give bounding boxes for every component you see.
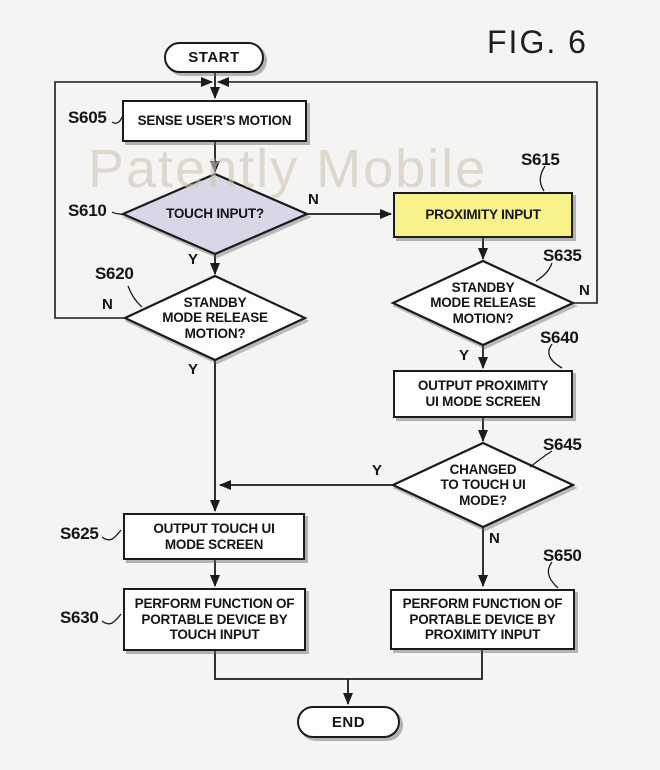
process-s625: OUTPUT TOUCH UI MODE SCREEN	[123, 513, 305, 560]
leader-s615	[539, 165, 546, 192]
leader-s650	[547, 561, 559, 589]
edge-s635-no-loopback	[217, 77, 598, 304]
start-terminal: START	[164, 42, 264, 73]
decision-s635-shape	[390, 259, 576, 347]
leader-s645	[529, 450, 553, 468]
branch-s620-no: N	[102, 296, 113, 313]
leader-s630	[101, 613, 122, 625]
leader-s605	[111, 116, 123, 124]
figure-number: FIG. 6	[487, 24, 588, 60]
step-label-s650: S650	[543, 546, 582, 565]
process-s630: PERFORM FUNCTION OF PORTABLE DEVICE BY T…	[123, 588, 306, 651]
leader-s635	[535, 262, 553, 282]
leader-s640	[548, 343, 563, 369]
step-label-s615: S615	[521, 150, 560, 169]
branch-s645-yes: Y	[372, 462, 383, 479]
leader-s620	[127, 285, 143, 308]
step-label-s625: S625	[60, 524, 99, 543]
leader-s625	[101, 529, 122, 541]
decision-s610-shape	[120, 172, 310, 256]
decision-s645-shape	[390, 441, 576, 529]
step-label-s640: S640	[540, 328, 579, 347]
edge-merge-connector	[214, 650, 483, 680]
branch-s635-yes: Y	[459, 347, 470, 364]
process-s640: OUTPUT PROXIMITY UI MODE SCREEN	[393, 370, 573, 418]
process-s605: SENSE USER’S MOTION	[122, 100, 307, 142]
decision-s620-shape	[122, 274, 308, 362]
step-label-s630: S630	[60, 608, 99, 627]
process-s650: PERFORM FUNCTION OF PORTABLE DEVICE BY P…	[390, 589, 575, 650]
leader-s610	[111, 211, 124, 216]
step-label-s645: S645	[543, 435, 582, 454]
step-label-s620: S620	[95, 264, 134, 283]
branch-s635-no: N	[579, 282, 590, 299]
edge-s620-no-loopback	[54, 77, 213, 319]
step-label-s635: S635	[543, 246, 582, 265]
branch-s610-no: N	[308, 191, 319, 208]
step-label-s610: S610	[68, 201, 107, 220]
step-label-s605: S605	[68, 108, 107, 127]
end-terminal: END	[297, 706, 400, 738]
branch-s620-yes: Y	[188, 361, 199, 378]
branch-s645-no: N	[489, 530, 500, 547]
process-s615: PROXIMITY INPUT	[393, 192, 573, 238]
branch-s610-yes: Y	[188, 251, 199, 268]
